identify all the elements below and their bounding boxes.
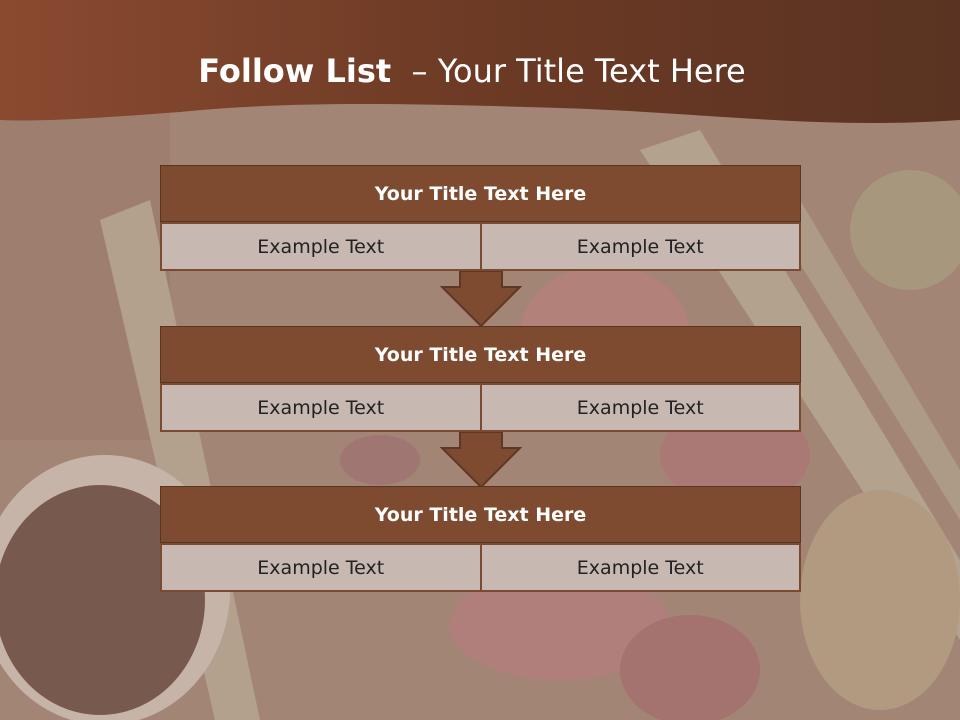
block-title: Your Title Text Here xyxy=(160,165,801,222)
block-row: Example Text Example Text xyxy=(160,543,801,592)
slide-title-bold: Follow List xyxy=(198,52,392,90)
down-arrow-icon xyxy=(440,271,522,327)
block-cell-right: Example Text xyxy=(481,222,801,271)
down-arrow-icon xyxy=(440,432,522,488)
block-row: Example Text Example Text xyxy=(160,383,801,432)
list-block-1: Your Title Text Here Example Text Exampl… xyxy=(160,165,801,271)
block-cell-right: Example Text xyxy=(481,543,801,592)
block-cell-left: Example Text xyxy=(160,543,482,592)
block-title: Your Title Text Here xyxy=(160,486,801,543)
slide-title-rest: – Your Title Text Here xyxy=(391,52,746,90)
block-row: Example Text Example Text xyxy=(160,222,801,271)
list-block-2: Your Title Text Here Example Text Exampl… xyxy=(160,326,801,432)
slide-title: Follow List – Your Title Text Here xyxy=(0,52,944,90)
list-block-3: Your Title Text Here Example Text Exampl… xyxy=(160,486,801,592)
block-cell-left: Example Text xyxy=(160,222,482,271)
block-title: Your Title Text Here xyxy=(160,326,801,383)
block-cell-right: Example Text xyxy=(481,383,801,432)
block-cell-left: Example Text xyxy=(160,383,482,432)
